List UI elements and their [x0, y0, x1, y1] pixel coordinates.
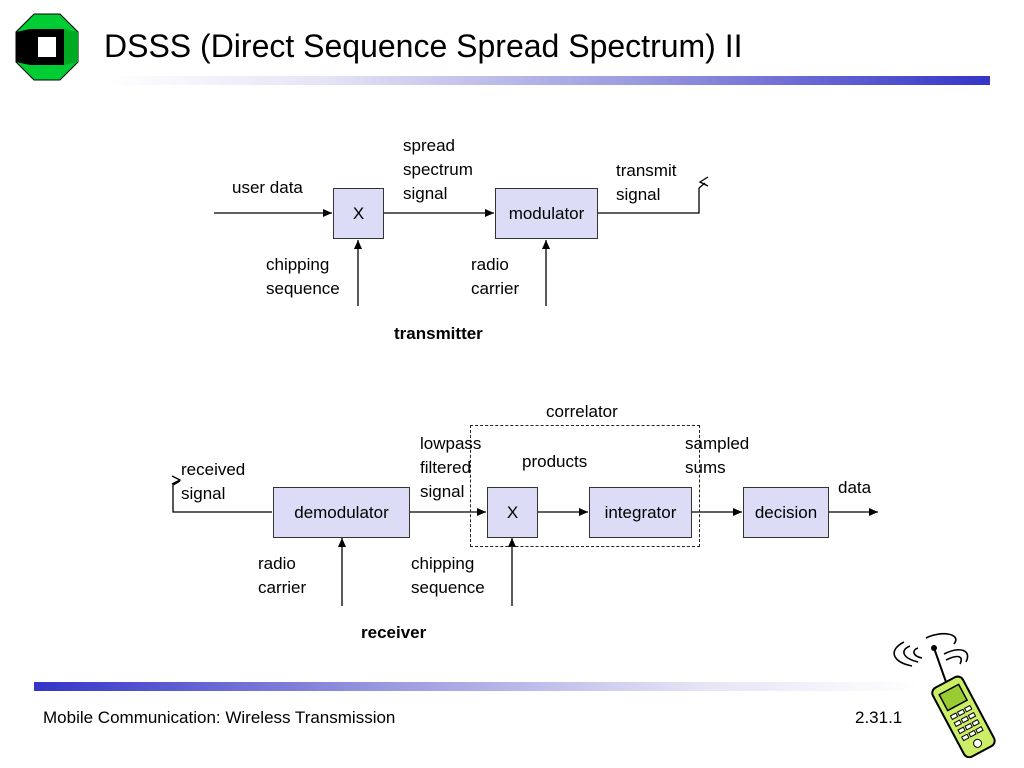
decision-block: decision	[743, 487, 829, 538]
received-antenna-line	[172, 480, 272, 513]
footer-title: Mobile Communication: Wireless Transmiss…	[43, 708, 396, 727]
footer-rule	[34, 682, 920, 691]
received-signal-label: received signal	[181, 460, 246, 503]
user-data-label: user data	[232, 178, 303, 197]
modulator-block: modulator	[495, 188, 598, 239]
transmitter-caption: transmitter	[394, 324, 483, 343]
demodulator-block: demodulator	[273, 487, 410, 538]
lowpass-filtered-signal-label: lowpass filtered signal	[420, 434, 482, 501]
rx-multiplier-block: X	[487, 487, 538, 538]
slide-title: DSSS (Direct Sequence Spread Spectrum) I…	[104, 28, 743, 64]
receiver-caption: receiver	[361, 623, 427, 642]
cell-phone-icon	[893, 632, 996, 758]
title-rule	[104, 76, 990, 85]
tx-radio-carrier-label: radio carrier	[471, 255, 520, 298]
products-label: products	[522, 452, 588, 471]
integrator-block: integrator	[589, 487, 692, 538]
page-number: 2.31.1	[855, 708, 903, 727]
rx-radio-carrier-label: radio carrier	[258, 554, 307, 597]
transmit-antenna-tip	[698, 176, 709, 187]
transmit-signal-label: transmit signal	[616, 161, 677, 204]
received-antenna-tip	[171, 475, 182, 485]
tx-multiplier-block: X	[333, 188, 384, 239]
university-logo-icon	[15, 13, 79, 81]
correlator-frame	[470, 425, 700, 547]
sampled-sums-label: sampled sums	[685, 434, 750, 477]
tx-chipping-sequence-label: chipping sequence	[266, 255, 340, 298]
correlator-label: correlator	[546, 402, 618, 421]
transmit-antenna-line	[598, 182, 706, 214]
rx-chipping-sequence-label: chipping sequence	[411, 554, 485, 597]
data-label: data	[838, 478, 872, 497]
spread-spectrum-signal-label: spread spectrum signal	[403, 136, 473, 203]
